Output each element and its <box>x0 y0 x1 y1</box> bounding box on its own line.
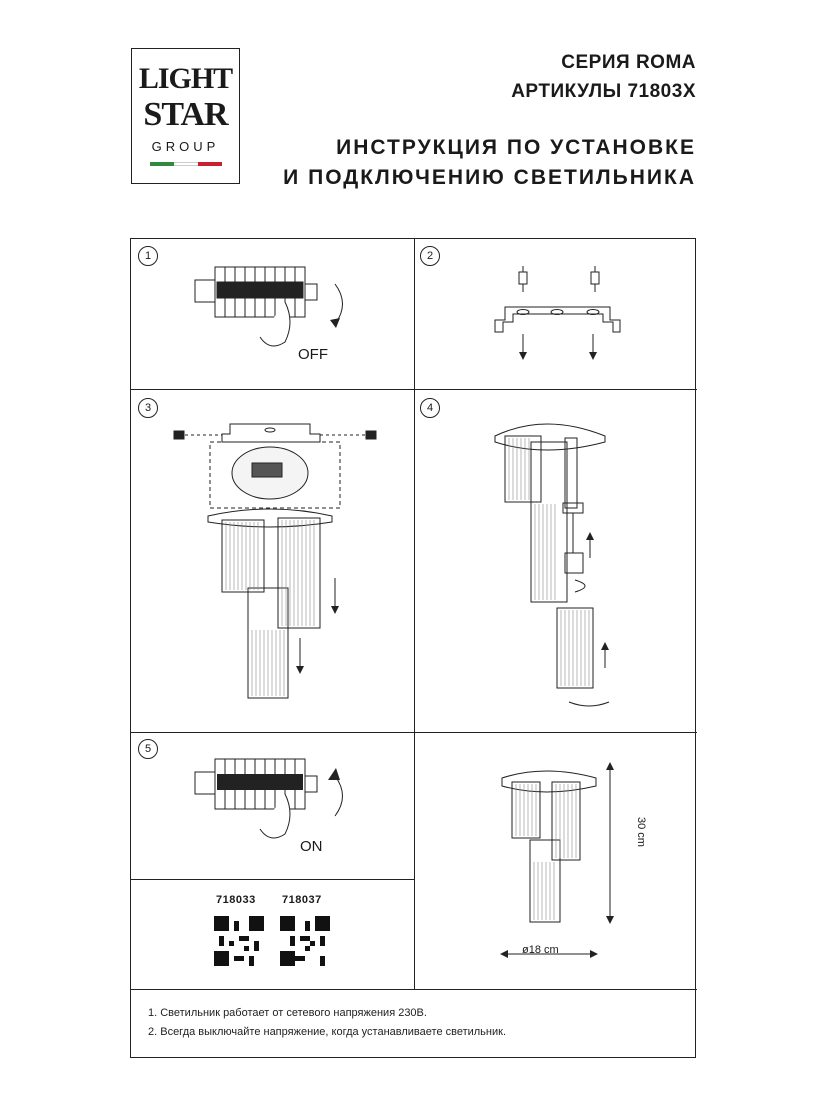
step-4-lamp-illustration <box>494 423 610 707</box>
article-code-718033: 718033 <box>216 894 256 906</box>
dimension-diameter-label: ø18 cm <box>522 944 559 956</box>
step-1-breaker-illustration <box>194 266 343 347</box>
step-2-bracket-illustration <box>494 266 621 360</box>
step-1-caption-off: OFF <box>298 346 328 363</box>
step-1-badge: 1 <box>138 246 158 266</box>
series-title: СЕРИЯ ROMA <box>561 52 696 73</box>
step-5-badge: 5 <box>138 739 158 759</box>
grid-divider-notes <box>131 989 697 990</box>
grid-divider-row2 <box>131 732 697 733</box>
step-5-caption-on: ON <box>300 838 323 855</box>
article-code-718037: 718037 <box>282 894 322 906</box>
note-voltage: 1. Светильник работает от сетевого напря… <box>148 1007 427 1019</box>
grid-divider-row1 <box>131 389 697 390</box>
instruction-title-line2: И ПОДКЛЮЧЕНИЮ СВЕТИЛЬНИКА <box>283 166 696 189</box>
logo-text-light: LIGHT <box>138 62 233 95</box>
step-3-install-illustration <box>173 423 377 699</box>
dimension-height-label: 30 cm <box>635 817 647 847</box>
logo-text-group: GROUP <box>151 139 220 154</box>
step-2-badge: 2 <box>420 246 440 266</box>
articles-title: АРТИКУЛЫ 71803X <box>511 81 696 102</box>
instruction-title-line1: ИНСТРУКЦИЯ ПО УСТАНОВКЕ <box>336 136 696 159</box>
qr-code-718033[interactable] <box>214 916 264 966</box>
grid-divider-vertical <box>414 239 415 989</box>
dimensions-illustration <box>500 762 614 958</box>
grid-divider-row3 <box>131 879 414 880</box>
instruction-grid <box>130 238 697 1058</box>
step-3-badge: 3 <box>138 398 158 418</box>
qr-code-718037[interactable] <box>280 916 330 966</box>
step-4-badge: 4 <box>420 398 440 418</box>
logo-text-star: STAR <box>143 96 228 133</box>
note-safety: 2. Всегда выключайте напряжение, когда у… <box>148 1026 507 1038</box>
italian-flag-stripe <box>150 162 222 166</box>
step-5-breaker-illustration <box>194 758 343 839</box>
brand-logo: LIGHT STAR GROUP <box>131 48 240 184</box>
